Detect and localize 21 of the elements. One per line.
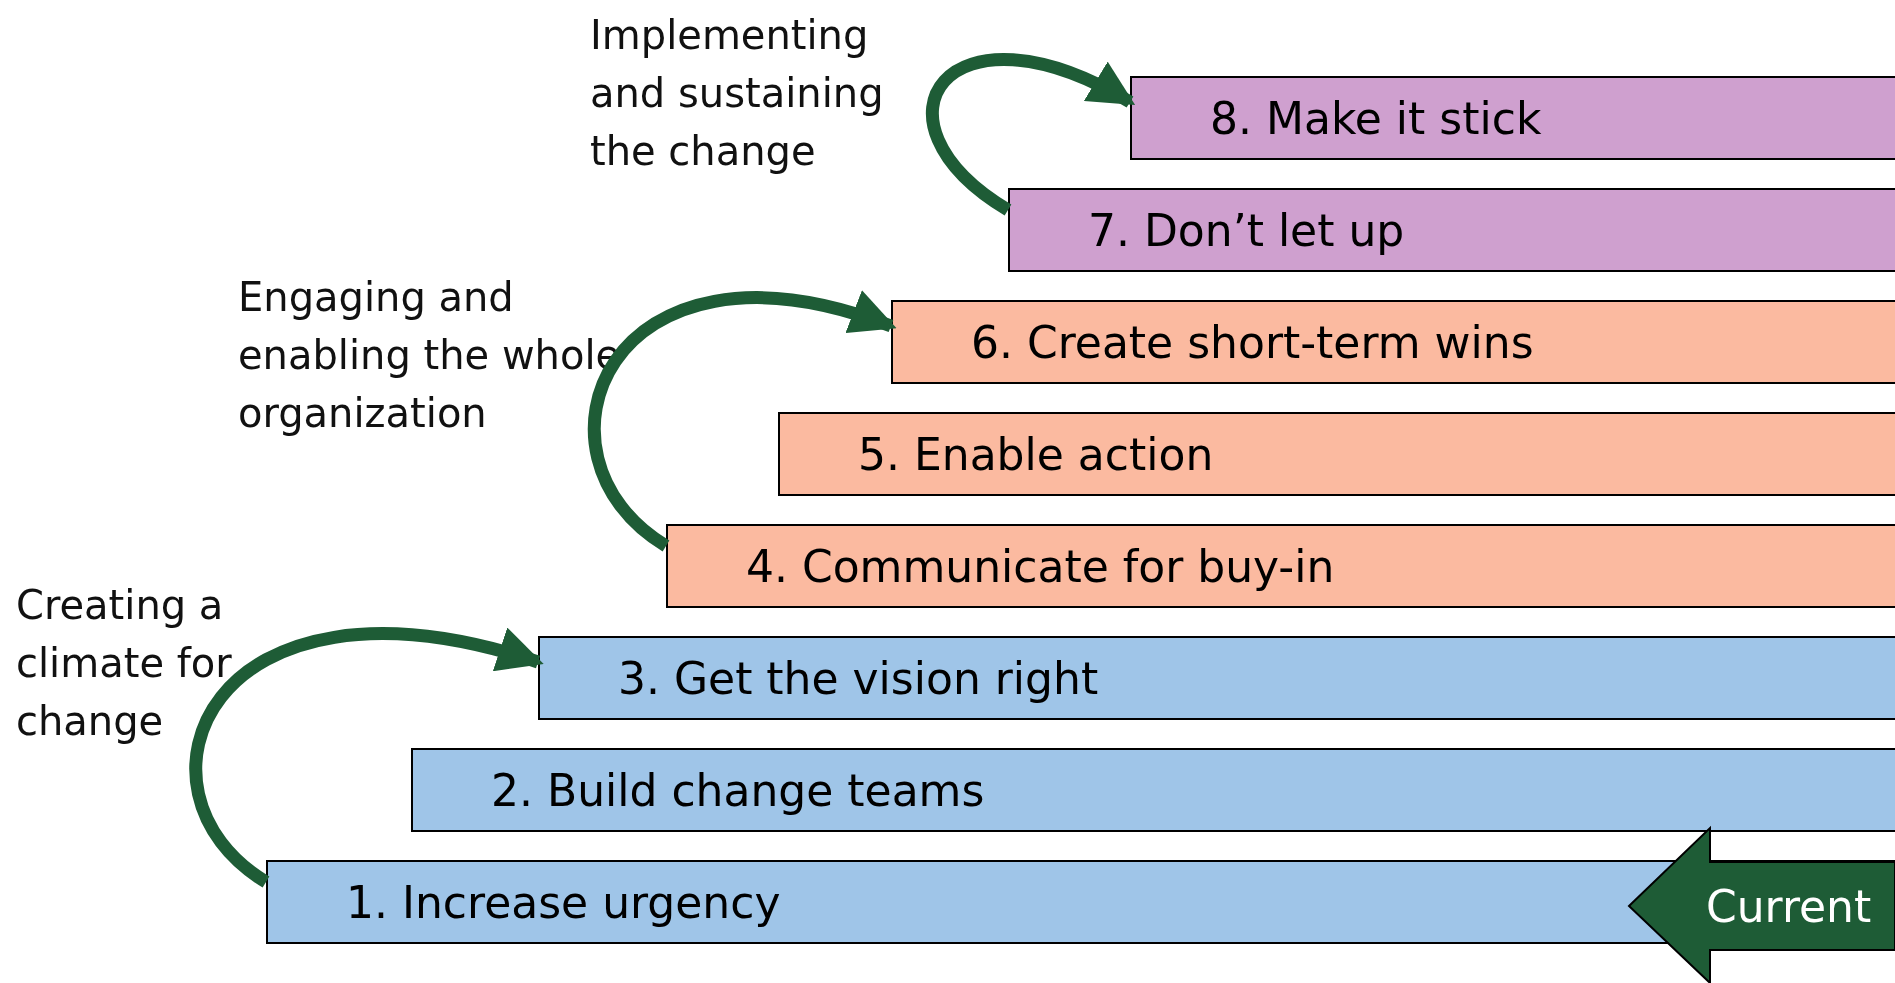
step-text: 8. Make it stick (1210, 92, 1542, 144)
curved-arrow (588, 291, 897, 552)
step-bar (538, 636, 1895, 720)
phase-label: Implementing and sustaining the change (590, 11, 885, 176)
step-text: 2. Build change teams (491, 764, 985, 816)
phase-label: Creating a climate for change (16, 581, 233, 746)
curved-arrow (926, 53, 1136, 216)
current-arrow: Current (1627, 825, 1895, 983)
step-bar (666, 524, 1895, 608)
step-text: 6. Create short-term wins (971, 316, 1534, 368)
step-text: 3. Get the vision right (618, 652, 1099, 704)
step-bar (1130, 76, 1895, 160)
step-text: 1. Increase urgency (346, 876, 781, 928)
step-text: 5. Enable action (858, 428, 1214, 480)
curved-arrow (189, 627, 544, 888)
step-text: 7. Don’t let up (1088, 204, 1405, 256)
step-bar (891, 300, 1895, 384)
step-bar (411, 748, 1895, 832)
step-text: 4. Communicate for buy-in (746, 540, 1335, 592)
step-bar (1008, 188, 1895, 272)
step-bar (778, 412, 1895, 496)
